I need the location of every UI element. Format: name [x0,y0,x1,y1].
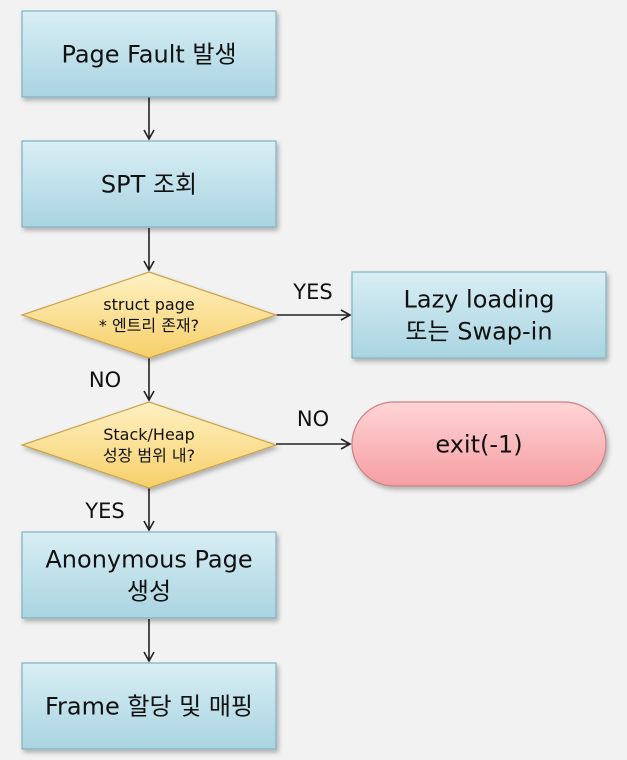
stack-heap-label: Stack/Heap 성장 범위 내? [103,425,195,465]
node-text-line: Stack/Heap [103,425,195,444]
anonymous-page-node: Anonymous Page 생성 [21,531,277,619]
page-fault-label: Page Fault 발생 [61,40,236,68]
page-fault-node: Page Fault 발생 [21,10,277,98]
node-text-line: Page Fault 발생 [61,40,236,68]
entry-exists-decision: struct page * 엔트리 존재? [20,271,278,359]
node-text-line: exit(-1) [435,430,522,458]
node-text-line: 성장 범위 내? [103,446,195,465]
connectors [143,97,352,663]
node-text-line: struct page [103,295,194,314]
exit-label: exit(-1) [435,430,522,458]
edge-label-entry-yes: YES [292,280,332,304]
edge-label-stack-yes: YES [84,499,124,523]
lazy-loading-label: Lazy loading 또는 Swap-in [404,285,555,345]
stack-heap-decision: Stack/Heap 성장 범위 내? [20,401,278,489]
node-text-line: Frame 할당 및 매핑 [45,692,253,720]
node-text-line: Lazy loading [404,285,555,313]
spt-lookup-label: SPT 조회 [101,170,197,198]
exit-terminal: exit(-1) [351,401,607,487]
lazy-loading-node: Lazy loading 또는 Swap-in [351,271,607,359]
anonymous-page-label: Anonymous Page 생성 [45,545,252,605]
node-text-line: 또는 Swap-in [405,317,552,345]
node-text-line: SPT 조회 [101,170,197,198]
spt-lookup-node: SPT 조회 [21,140,277,228]
node-text-line: 생성 [127,577,171,605]
node-text-line: Anonymous Page [45,545,252,573]
frame-mapping-label: Frame 할당 및 매핑 [45,692,253,720]
node-text-line: * 엔트리 존재? [99,316,199,335]
entry-exists-label: struct page * 엔트리 존재? [99,295,199,335]
edge-label-stack-no: NO [297,407,329,431]
frame-mapping-node: Frame 할당 및 매핑 [21,662,277,750]
edge-label-entry-no: NO [89,368,121,392]
